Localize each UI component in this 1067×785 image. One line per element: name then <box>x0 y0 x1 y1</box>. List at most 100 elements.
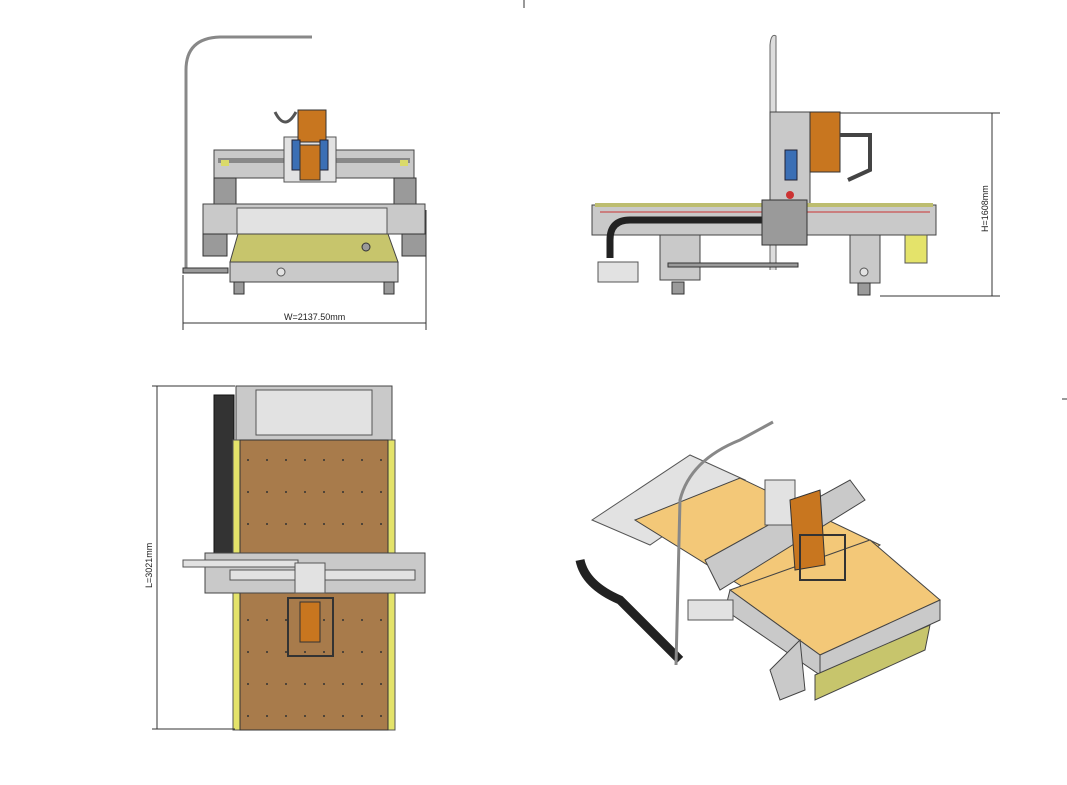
table-hole <box>323 491 325 493</box>
width-dimension-label: W=2137.50mm <box>284 312 345 322</box>
table-hole <box>342 491 344 493</box>
side-motor <box>202 233 228 257</box>
cable-chain <box>213 394 235 561</box>
gantry-mark <box>221 160 229 166</box>
table-hole <box>266 651 268 653</box>
table-hole <box>380 651 382 653</box>
table-hole <box>342 715 344 717</box>
leg-iso <box>769 638 806 701</box>
table-hole <box>380 619 382 621</box>
table-hole <box>266 683 268 685</box>
base-rail <box>667 262 799 268</box>
table-hole <box>266 491 268 493</box>
z-axis-rail <box>291 139 301 171</box>
control-box <box>597 261 639 283</box>
table-hole <box>247 651 249 653</box>
table-hole <box>361 715 363 717</box>
machine-base <box>229 261 399 283</box>
dust-hood <box>273 111 298 124</box>
table-hole <box>361 683 363 685</box>
table-hole <box>266 715 268 717</box>
table-frame-front <box>819 599 941 676</box>
table-hole <box>342 651 344 653</box>
table-hole <box>304 491 306 493</box>
z-axis-rail <box>784 149 798 181</box>
dust-hood-iso <box>799 534 846 581</box>
table-hole <box>304 683 306 685</box>
table-hole <box>323 459 325 461</box>
foot <box>857 282 871 296</box>
gantry-carriage <box>761 199 808 246</box>
table-hole <box>323 523 325 525</box>
z-axis-rail <box>319 139 329 171</box>
base-port <box>276 267 286 277</box>
gantry-foot <box>687 599 734 621</box>
table-hole <box>285 683 287 685</box>
front-view: W=2137.50mm <box>182 35 427 330</box>
table-hole <box>247 683 249 685</box>
table-hole <box>285 523 287 525</box>
table-hole <box>361 651 363 653</box>
boom-arm <box>182 559 299 568</box>
cable-chain <box>606 216 770 258</box>
spindle-iso <box>789 489 826 571</box>
table-hole <box>266 459 268 461</box>
table-hole <box>266 523 268 525</box>
spindle-body <box>299 144 321 181</box>
table-hole <box>361 523 363 525</box>
rear-cover <box>255 389 373 436</box>
table-hole <box>285 619 287 621</box>
top-view: L=3021mm <box>144 385 426 731</box>
cable-chain <box>575 558 684 664</box>
spindle-motor <box>297 109 327 143</box>
table-hole <box>247 491 249 493</box>
table-hole <box>304 715 306 717</box>
table-hole <box>304 459 306 461</box>
table-hole <box>285 459 287 461</box>
table-hole <box>323 715 325 717</box>
table-hole <box>323 651 325 653</box>
table-hole <box>304 523 306 525</box>
table-hole <box>247 523 249 525</box>
table-hole <box>361 459 363 461</box>
panel-knob <box>361 242 371 252</box>
table-hole <box>323 619 325 621</box>
table-hole <box>247 619 249 621</box>
table-hole <box>247 715 249 717</box>
spindle-top <box>299 601 321 643</box>
table-hole <box>342 459 344 461</box>
indicator-light <box>786 191 794 199</box>
leg-port <box>859 267 869 277</box>
foot <box>233 281 245 295</box>
base-panel <box>229 233 399 263</box>
support-leg <box>659 234 701 281</box>
isometric-view <box>575 420 941 701</box>
table-hole <box>361 491 363 493</box>
gantry-mark <box>400 160 408 166</box>
table-hole <box>247 459 249 461</box>
table-hole <box>342 619 344 621</box>
front-base <box>814 624 931 701</box>
table-hole <box>380 715 382 717</box>
foot <box>671 281 685 295</box>
table-hole <box>266 619 268 621</box>
table-hole <box>285 715 287 717</box>
table-hole <box>285 491 287 493</box>
yellow-plate <box>904 234 928 264</box>
dust-hood <box>840 133 872 182</box>
table-hole <box>380 459 382 461</box>
table-hole <box>380 683 382 685</box>
foot <box>383 281 395 295</box>
dust-hood-top <box>287 597 334 657</box>
table-hole <box>380 523 382 525</box>
side-view: H=1608mm <box>591 34 1000 297</box>
table-hole <box>304 651 306 653</box>
table-hole <box>342 523 344 525</box>
spindle-motor <box>809 111 841 173</box>
cable-boom <box>184 35 312 270</box>
side-motor <box>401 233 427 257</box>
table-hole <box>361 619 363 621</box>
table-top <box>236 207 388 235</box>
table-hole <box>285 651 287 653</box>
